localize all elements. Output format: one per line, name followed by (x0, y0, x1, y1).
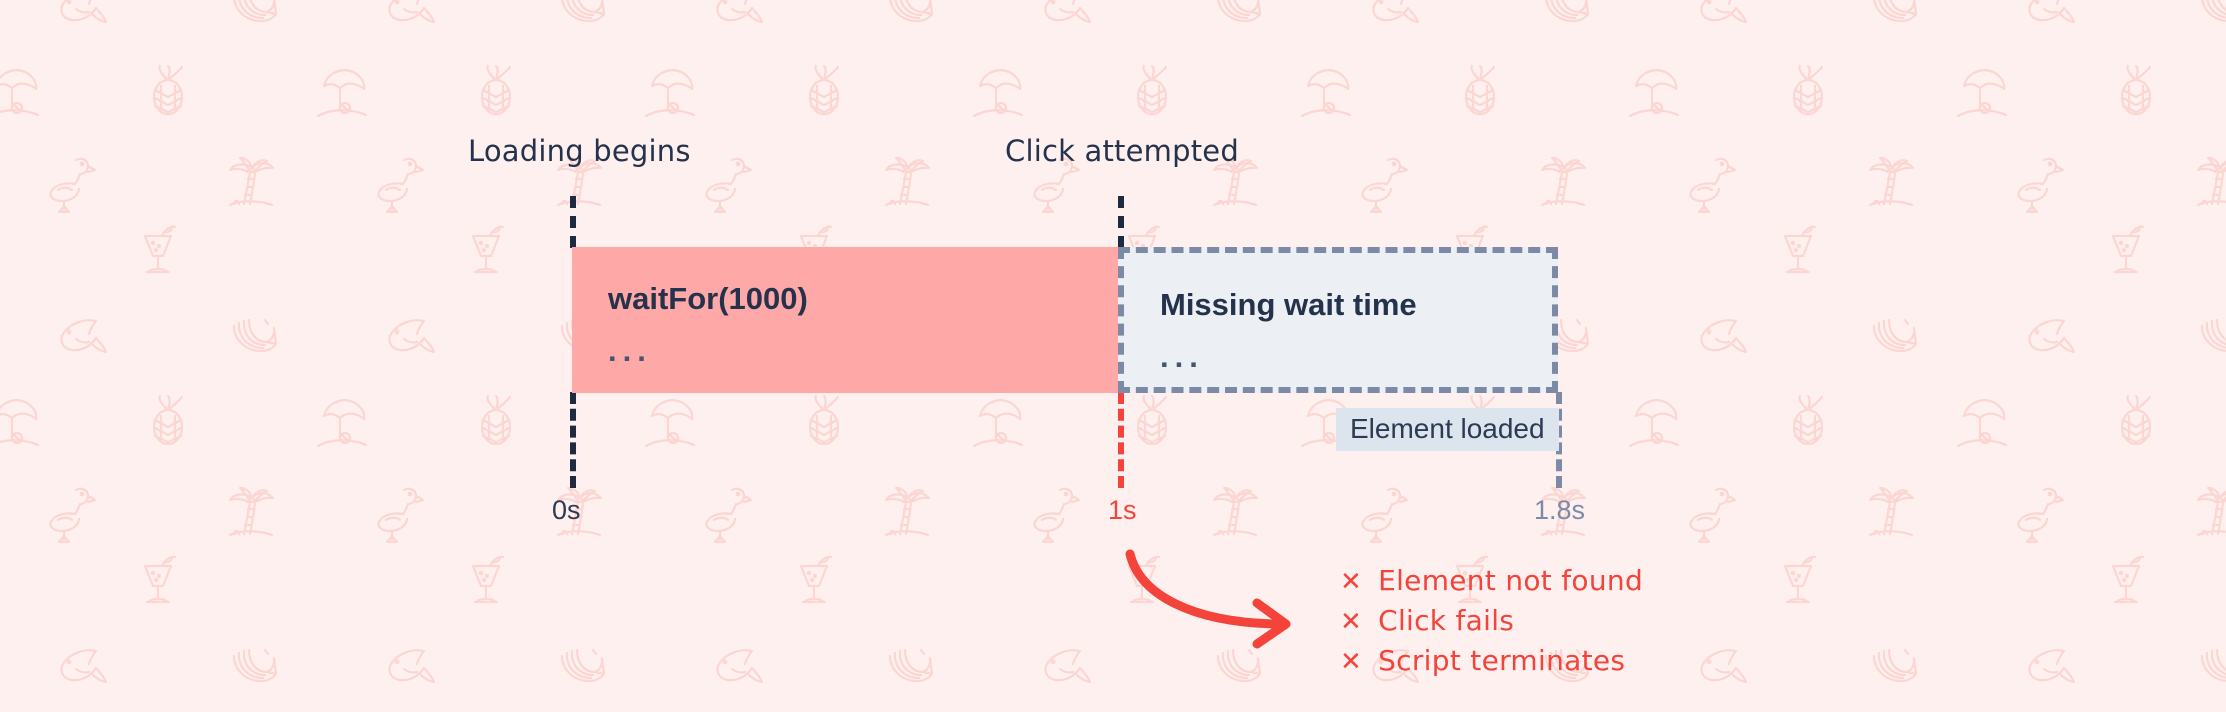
marker-line-1s-bottom (1118, 392, 1124, 488)
failure-list: ✕ Element not found ✕ Click fails ✕ Scri… (1340, 564, 1643, 677)
loading-begins-label: Loading begins (468, 134, 691, 168)
wait-for-block-dots: ... (608, 333, 652, 368)
failure-item-element-not-found: ✕ Element not found (1340, 564, 1643, 597)
tick-label-0s: 0s (552, 495, 581, 525)
cross-icon: ✕ (1340, 607, 1363, 637)
missing-wait-time-title: Missing wait time (1160, 287, 1417, 322)
curved-arrow-icon (1125, 549, 1291, 649)
element-loaded-badge: Element loaded (1336, 408, 1559, 452)
wait-for-block-title: waitFor(1000) (608, 281, 808, 316)
tick-label-1s: 1s (1108, 495, 1137, 525)
tick-label-1-8s: 1.8s (1534, 495, 1586, 525)
click-attempted-label: Click attempted (1005, 134, 1239, 168)
failure-item-label: Click fails (1378, 604, 1515, 637)
failure-item-click-fails: ✕ Click fails (1340, 604, 1643, 637)
cross-icon: ✕ (1340, 647, 1363, 677)
marker-line-0s-bottom (570, 392, 576, 488)
cross-icon: ✕ (1340, 567, 1363, 597)
failure-item-label: Element not found (1378, 564, 1644, 597)
marker-line-0s-top (570, 196, 576, 248)
wait-for-block[interactable]: waitFor(1000) ... (572, 247, 1118, 393)
failure-item-script-terminates: ✕ Script terminates (1340, 644, 1643, 677)
missing-wait-time-dots: ... (1160, 339, 1204, 374)
failure-item-label: Script terminates (1378, 644, 1626, 677)
missing-wait-time-block[interactable]: Missing wait time ... (1118, 247, 1558, 393)
marker-line-1s-top (1118, 196, 1124, 248)
